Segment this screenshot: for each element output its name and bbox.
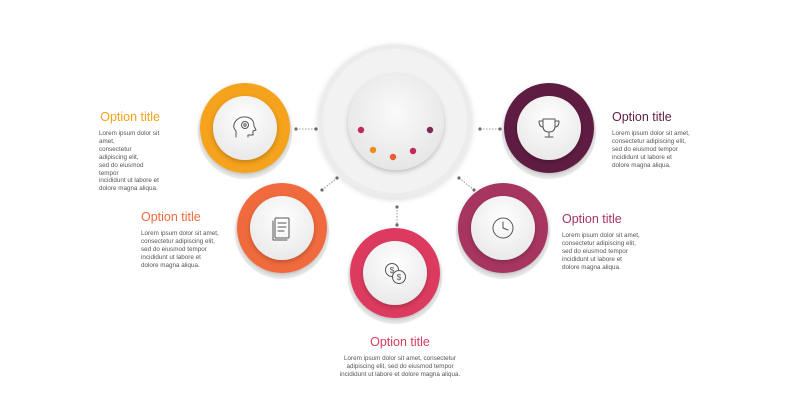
option-3-label: Option title Lorem ipsum dolor sit amet,…	[330, 335, 470, 379]
idea-head-icon	[233, 116, 257, 138]
option-2-node	[235, 183, 329, 279]
option-2-label: Option title Lorem ipsum dolor sit amet,…	[141, 210, 251, 270]
hub-dot	[426, 126, 434, 134]
hub-dot	[409, 147, 417, 155]
option-1-label: Option title Lorem ipsum dolor sit amet,…	[40, 110, 160, 193]
center-hub	[318, 44, 472, 198]
option-5-disc	[517, 96, 581, 160]
dollar-coins-icon: $$	[385, 263, 406, 284]
option-1-node	[198, 83, 292, 179]
clock-icon	[492, 217, 514, 239]
option-1-title: Option title	[100, 110, 160, 124]
option-2-disc	[250, 196, 314, 260]
hub-dot	[357, 126, 365, 134]
option-5-title: Option title	[612, 110, 672, 124]
option-2-description: Lorem ipsum dolor sit amet, consectetur …	[141, 230, 219, 269]
option-4-description: Lorem ipsum dolor sit amet, consectetur …	[562, 232, 640, 271]
document-icon	[272, 217, 290, 241]
option-5-label: Option title Lorem ipsum dolor sit amet,…	[612, 110, 722, 170]
option-3-title: Option title	[370, 335, 430, 349]
hub-dot	[389, 153, 397, 161]
svg-text:$: $	[390, 266, 395, 275]
option-4-title: Option title	[562, 212, 622, 226]
option-3-node: $$	[348, 228, 442, 324]
option-4-node	[456, 183, 550, 279]
option-2-title: Option title	[141, 210, 201, 224]
option-3-description: Lorem ipsum dolor sit amet, consectetur …	[339, 355, 461, 378]
option-4-label: Option title Lorem ipsum dolor sit amet,…	[562, 212, 672, 272]
connector-lines	[296, 128, 500, 225]
trophy-icon	[538, 118, 560, 138]
hub-dot	[369, 146, 377, 154]
connector-dots	[294, 127, 502, 227]
option-1-description: Lorem ipsum dolor sit amet, consectetur …	[99, 130, 160, 193]
option-5-description: Lorem ipsum dolor sit amet, consectetur …	[612, 130, 690, 169]
svg-text:$: $	[397, 273, 402, 282]
option-5-node	[502, 83, 596, 179]
